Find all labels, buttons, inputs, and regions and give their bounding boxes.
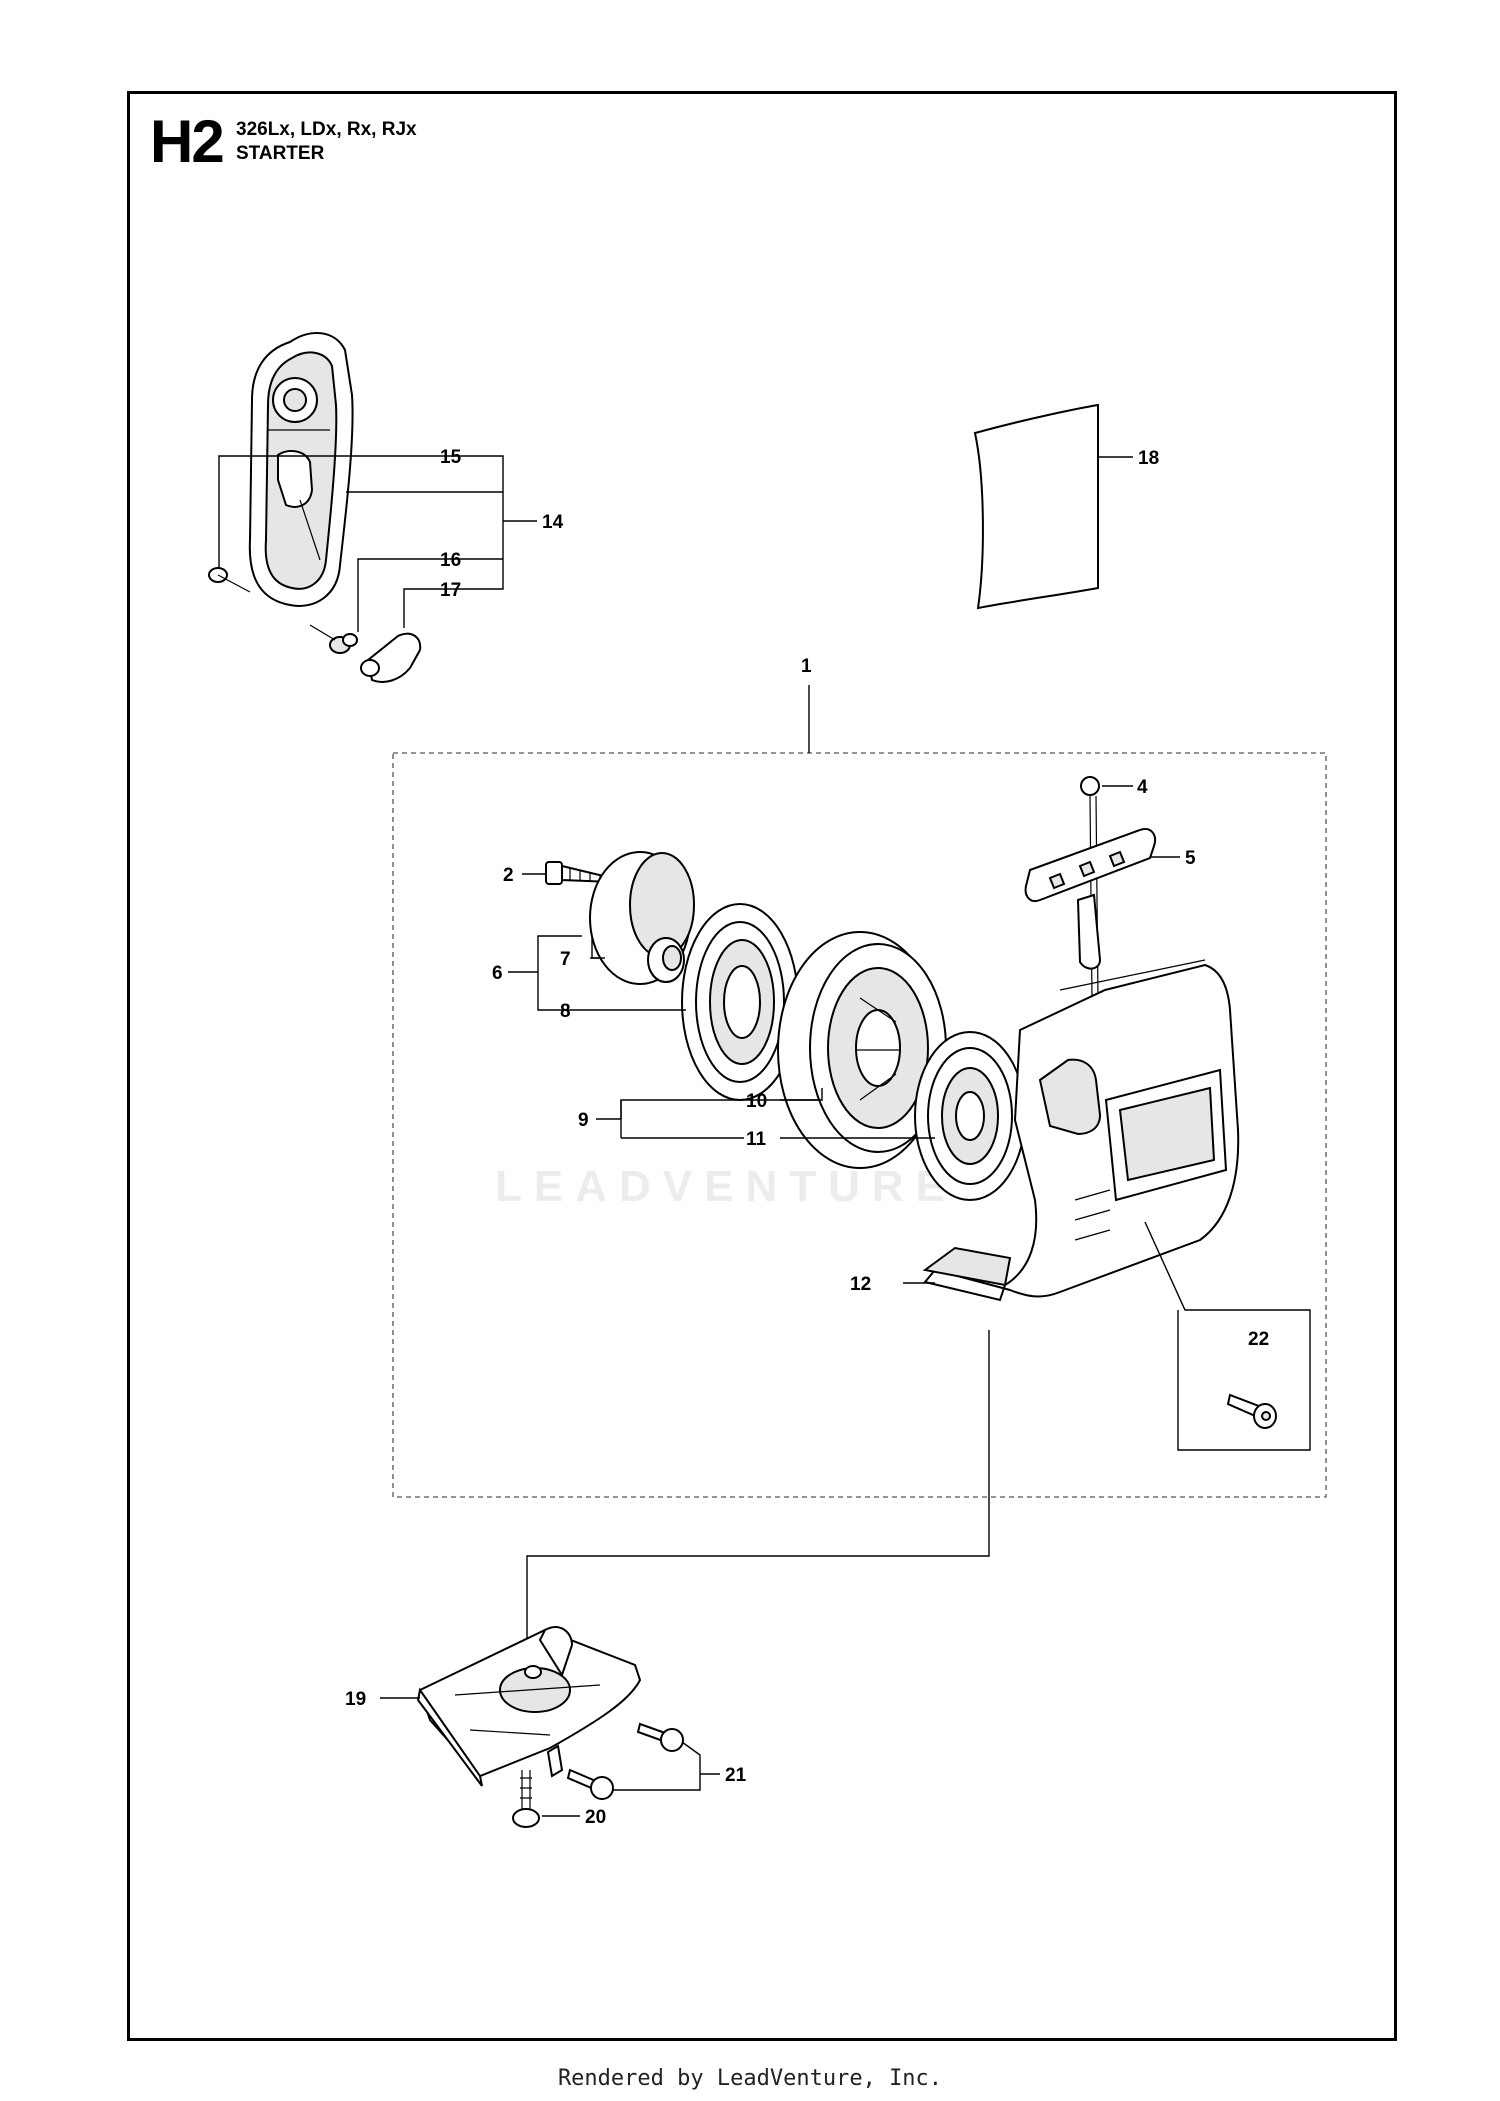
- assembly-boundary: [392, 752, 1327, 1498]
- part-5-handle[interactable]: [1024, 828, 1156, 970]
- part-17-pawl[interactable]: [360, 632, 422, 683]
- part-21-screws[interactable]: [566, 1722, 684, 1800]
- footer-credit: Rendered by LeadVenture, Inc.: [557, 2066, 943, 2091]
- part-16-spring[interactable]: [309, 624, 358, 654]
- callout-2[interactable]: 2: [503, 865, 514, 886]
- part-15-clip[interactable]: [208, 567, 251, 593]
- callout-16[interactable]: 16: [440, 550, 461, 571]
- leader-17: [403, 588, 430, 628]
- callout-8[interactable]: 8: [560, 1001, 571, 1022]
- diagram-frame: [127, 91, 1397, 2041]
- part-18-decal[interactable]: [973, 403, 1099, 610]
- diagram-title: STARTER: [236, 143, 325, 164]
- part-22-screw[interactable]: [1226, 1393, 1277, 1429]
- callout-1[interactable]: 1: [801, 656, 812, 677]
- leader-21-bracket: [612, 1741, 701, 1791]
- callout-21[interactable]: 21: [725, 1765, 747, 1786]
- leader-16: [357, 558, 430, 632]
- part-14-cover[interactable]: [248, 331, 354, 607]
- callout-10[interactable]: 10: [746, 1091, 767, 1112]
- callout-5[interactable]: 5: [1185, 848, 1196, 869]
- model-list: 326Lx, LDx, Rx, RJx: [236, 119, 417, 140]
- callout-12[interactable]: 12: [850, 1274, 871, 1295]
- callout-6[interactable]: 6: [492, 963, 503, 984]
- leader-15-bracket: [430, 455, 504, 521]
- callout-18[interactable]: 18: [1138, 448, 1159, 469]
- callout-4[interactable]: 4: [1137, 777, 1148, 798]
- diagram-code: H2: [150, 108, 225, 175]
- callout-19[interactable]: 19: [345, 1689, 366, 1710]
- callout-9[interactable]: 9: [578, 1110, 589, 1131]
- leader-17-bracket: [430, 521, 504, 590]
- callout-15[interactable]: 15: [440, 447, 462, 468]
- part-7-pulley[interactable]: [589, 851, 695, 985]
- callout-22[interactable]: 22: [1248, 1329, 1269, 1350]
- callout-17[interactable]: 17: [440, 580, 461, 601]
- leader-22-box: [1144, 1221, 1311, 1451]
- leader-10: [780, 1088, 823, 1101]
- part-20-screw[interactable]: [512, 1770, 540, 1828]
- part-19-plate[interactable]: [416, 1626, 642, 1787]
- part-11-spring[interactable]: [914, 1031, 1026, 1201]
- part-12-housing[interactable]: [922, 959, 1240, 1302]
- leader-15: [218, 455, 430, 568]
- callout-20[interactable]: 20: [585, 1807, 606, 1828]
- part-10-drum[interactable]: [777, 931, 947, 1169]
- leader-6: [537, 935, 582, 1011]
- callout-11[interactable]: 11: [746, 1129, 767, 1150]
- leader-19-top: [526, 1330, 990, 1660]
- watermark: LEADVENTURE: [495, 1162, 958, 1211]
- part-8-spring[interactable]: [681, 903, 799, 1101]
- callout-7[interactable]: 7: [560, 949, 571, 970]
- callout-14[interactable]: 14: [542, 512, 564, 533]
